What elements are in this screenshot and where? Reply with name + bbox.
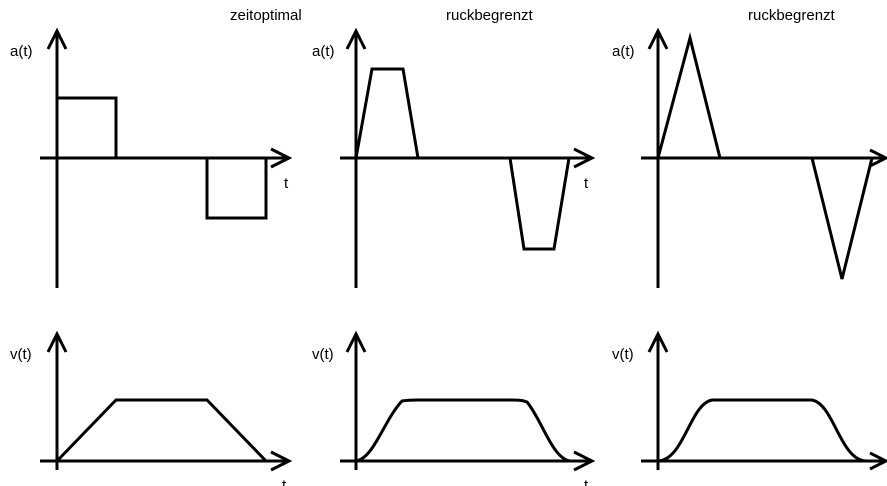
acceleration-curve — [55, 96, 268, 220]
velocity-y-arrowhead — [345, 330, 367, 353]
acceleration-axis-label: a(t) — [612, 43, 635, 60]
velocity-y-arrowhead — [647, 330, 669, 353]
velocity-time-label: t — [584, 477, 589, 486]
acceleration-time-label: t — [284, 175, 289, 192]
column-ruckbegrenzt-2: ruckbegrenzt a(t) v(t) — [612, 7, 887, 471]
velocity-curve — [55, 398, 268, 463]
velocity-y-arrowhead — [46, 330, 68, 353]
column-title: zeitoptimal — [230, 7, 302, 24]
acceleration-axis-label: a(t) — [312, 43, 335, 60]
acceleration-curve — [354, 67, 571, 251]
acceleration-x-arrowhead — [270, 147, 293, 169]
velocity-curve — [657, 398, 867, 463]
acceleration-y-arrowhead — [647, 27, 669, 50]
column-zeitoptimal: zeitoptimal a(t) t v(t) t — [10, 7, 302, 486]
velocity-axis-label: v(t) — [312, 346, 334, 363]
column-ruckbegrenzt-1: ruckbegrenzt a(t) t v(t) t — [312, 7, 596, 486]
velocity-x-arrowhead — [270, 450, 293, 472]
column-title: ruckbegrenzt — [446, 7, 534, 24]
acceleration-x-arrowhead — [869, 148, 887, 168]
velocity-axis-label: v(t) — [612, 346, 634, 363]
acceleration-time-label: t — [584, 175, 589, 192]
velocity-x-arrowhead — [573, 450, 596, 472]
acceleration-x-arrowhead — [573, 147, 596, 169]
acceleration-y-arrowhead — [345, 27, 367, 50]
acceleration-curve — [656, 32, 874, 280]
acceleration-axis-label: a(t) — [10, 43, 33, 60]
acceleration-y-arrowhead — [46, 27, 68, 50]
column-title: ruckbegrenzt — [748, 7, 836, 24]
velocity-time-label: t — [282, 477, 287, 486]
velocity-curve — [355, 398, 571, 463]
velocity-axis-label: v(t) — [10, 346, 32, 363]
velocity-x-arrowhead — [869, 451, 887, 471]
